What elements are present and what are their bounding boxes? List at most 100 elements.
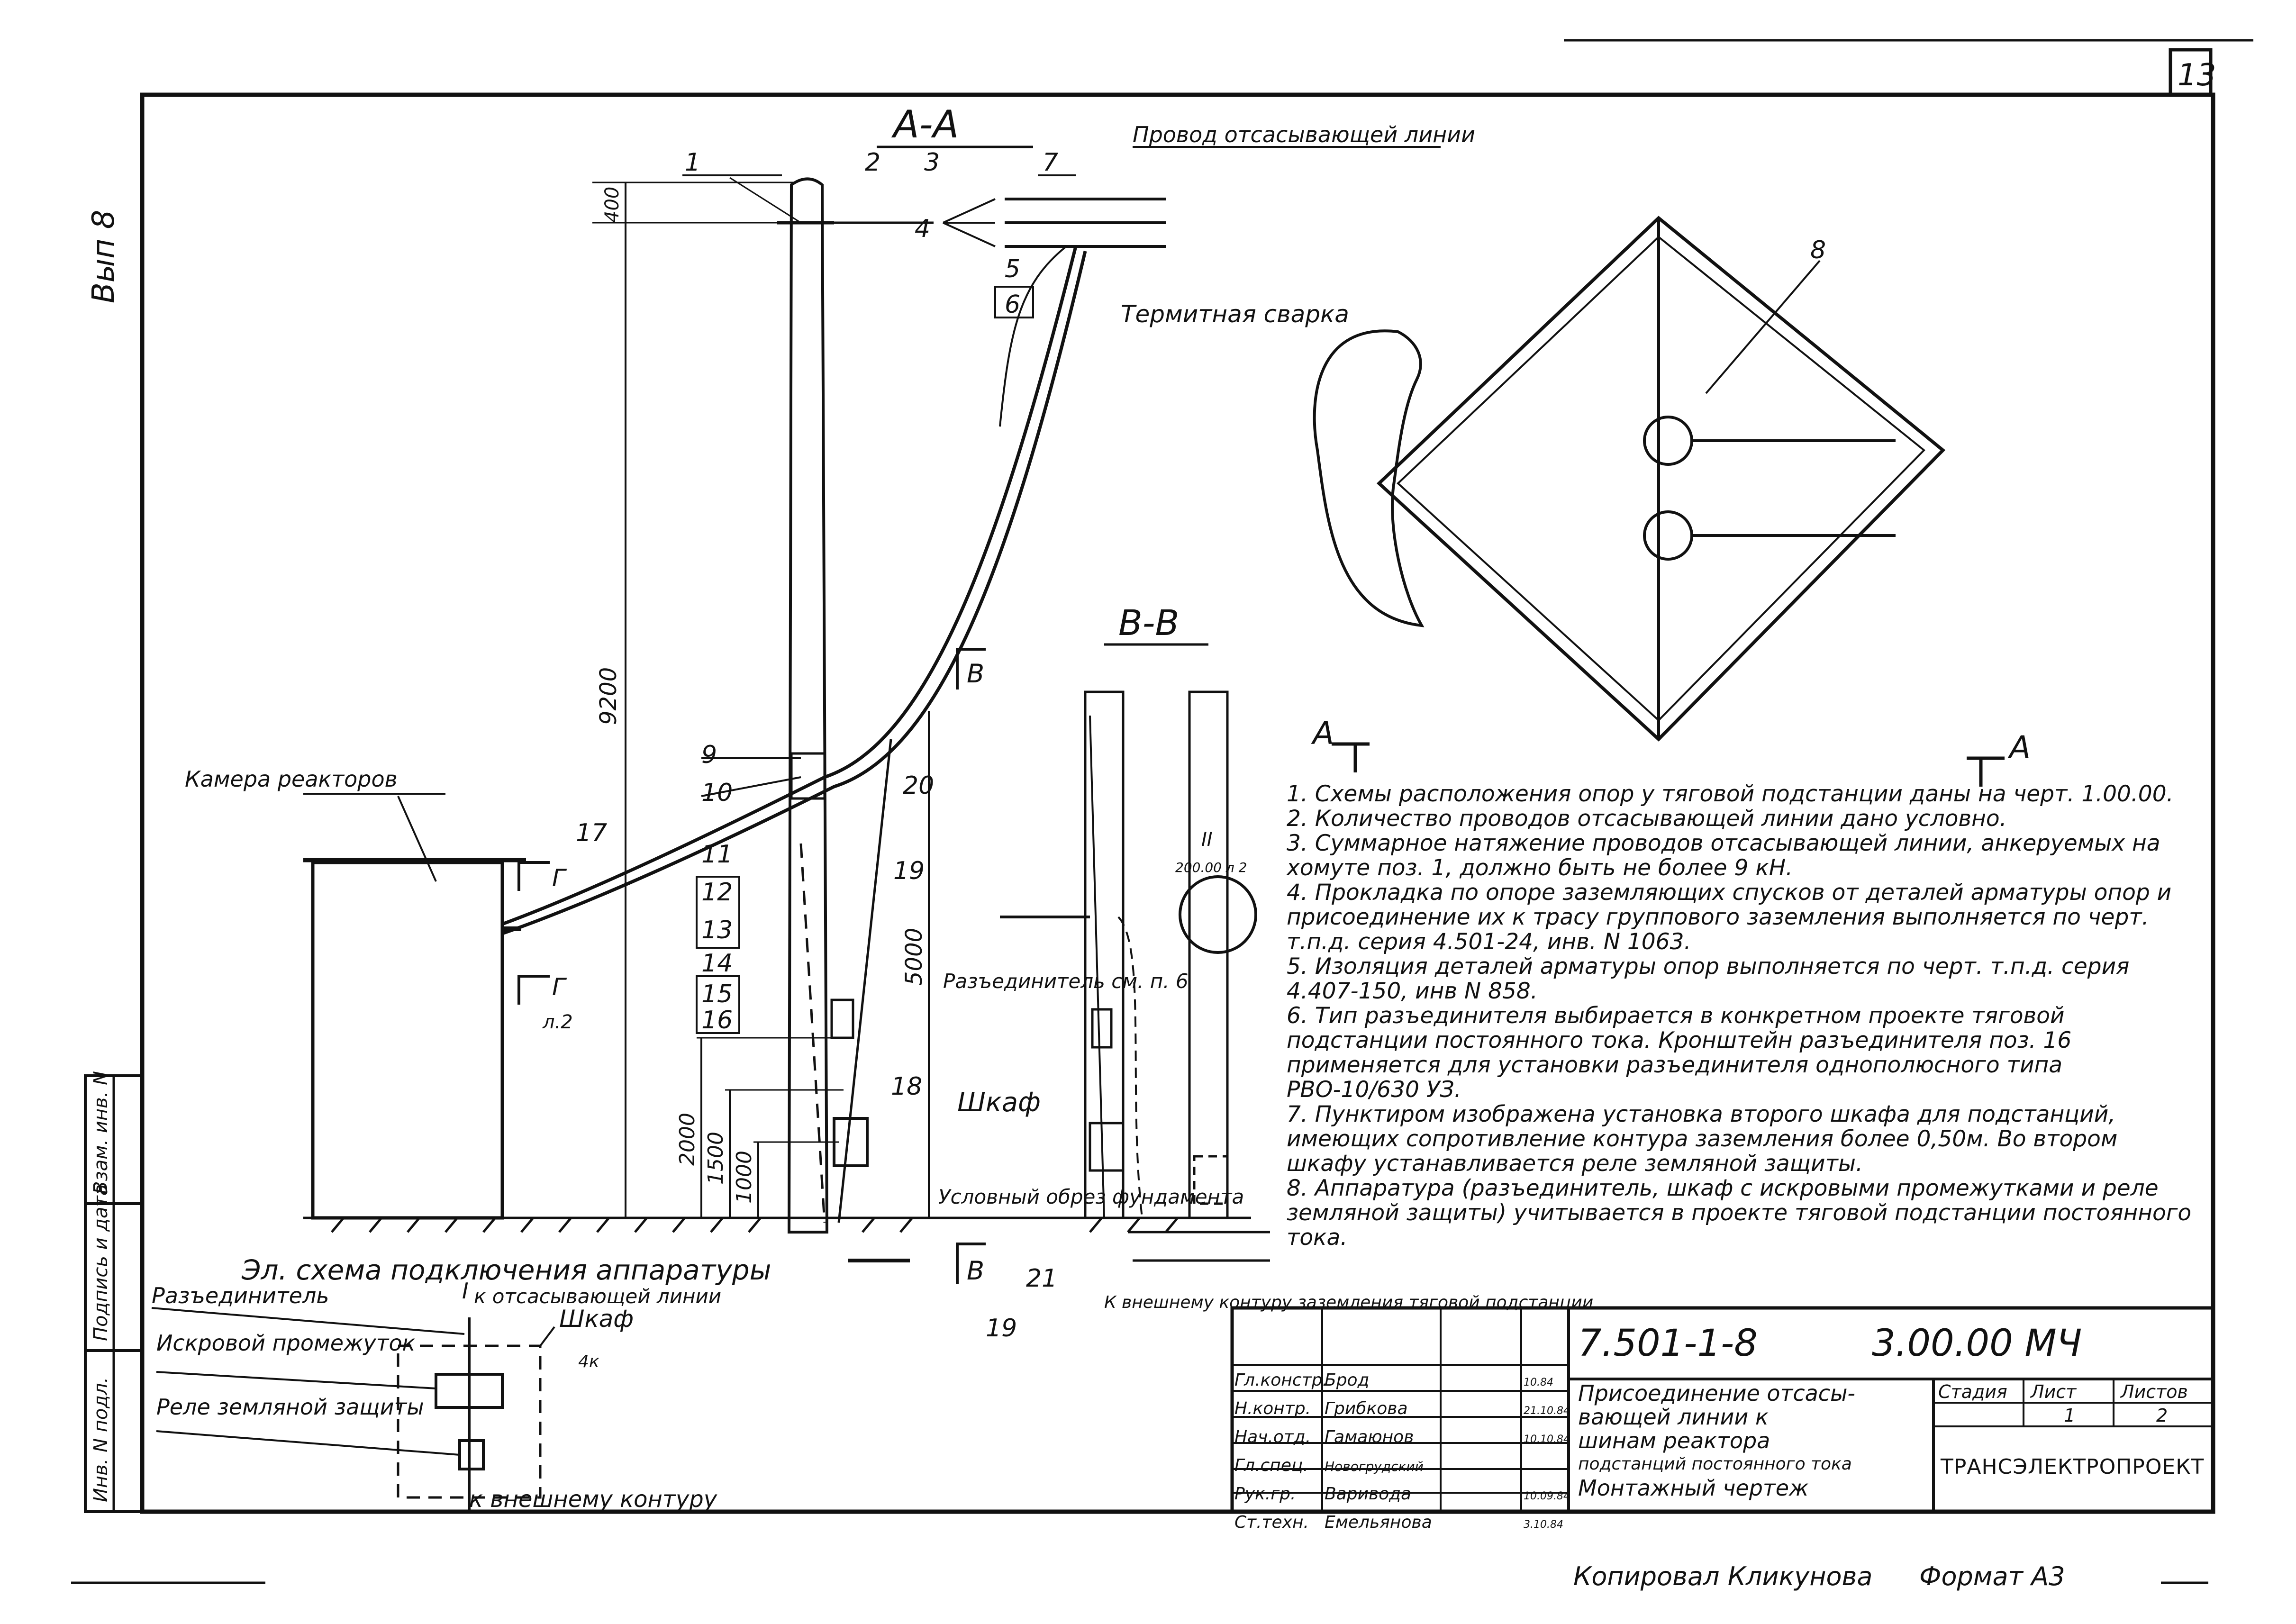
cabinet-label: Шкаф (957, 1087, 1041, 1118)
dim-400: 400 (601, 187, 623, 223)
section-bb-view (1000, 690, 1270, 1262)
date: 3.10.84 (1524, 1519, 1563, 1531)
sheets-header: Листов (2121, 1381, 2188, 1402)
date: 10.09.84 (1524, 1490, 1570, 1502)
paper-format: Формат А3 (1919, 1561, 2065, 1591)
callout-14: 14 (701, 949, 733, 978)
person: Емельянова (1325, 1513, 1432, 1532)
copied-by: Копировал Кликунова (1573, 1561, 1873, 1591)
role: Гл.спец. (1234, 1456, 1308, 1475)
sheets-value: 2 (2156, 1405, 2168, 1426)
section-b-top: В (967, 659, 984, 689)
sign-row: Рук.гр. Варивода 10.09.84 (1234, 1481, 1570, 1509)
side-stamp-inv: Инв. N подл. (90, 1377, 112, 1502)
person: Варивода (1325, 1484, 1412, 1504)
role: Гл.констр. (1234, 1370, 1328, 1390)
schematic-cabinet: Шкаф (559, 1305, 634, 1333)
schematic-to-line: к отсасывающей линии (474, 1285, 721, 1308)
note-7: 7. Пунктиром изображена установка второг… (1287, 1101, 2118, 1177)
sheet-frame (71, 39, 2253, 1584)
callout-1: 1 (685, 148, 700, 177)
callout-8: 8 (1810, 236, 1826, 264)
callout-2: 2 (865, 148, 880, 177)
callout-15: 15 (701, 980, 733, 1008)
dim-1500: 1500 (704, 1132, 728, 1185)
sign-row: Гл.спец. Новогрудский (1234, 1452, 1570, 1481)
doc-title-line-2: вающей линии к (1578, 1404, 1769, 1430)
date: 10.10.84 (1524, 1433, 1570, 1445)
callout-6: 6 (1005, 290, 1020, 319)
schematic-spark-gap-1: Искровой промежуток (156, 1330, 416, 1356)
person: Грибкова (1325, 1399, 1408, 1418)
schematic-relay: Реле земляной защиты (156, 1394, 424, 1420)
note-4: 4. Прокладка по опоре заземляющих спуско… (1287, 880, 2172, 955)
role: Ст.техн. (1234, 1513, 1309, 1532)
section-a-left: А (1311, 715, 1334, 752)
circle-ref: II (1201, 829, 1213, 851)
schematic-mark: 4к (578, 1352, 599, 1371)
callout-13: 13 (701, 916, 733, 944)
foundation-label: Условный обрез фундамента (938, 1185, 1244, 1208)
wires (501, 198, 1166, 1223)
dim-2000: 2000 (675, 1113, 699, 1166)
sheet-header: Лист (2031, 1381, 2077, 1402)
date: 10.84 (1524, 1377, 1553, 1388)
callout-7: 7 (1043, 148, 1058, 177)
schematic-title: Эл. схема подключения аппаратуры (241, 1254, 771, 1286)
section-b-bottom: В (967, 1256, 984, 1286)
callout-19-lower: 19 (986, 1314, 1017, 1343)
circle-sheet-ref: 200.00 л 2 (1175, 860, 1247, 875)
plan-view (1313, 216, 1946, 742)
doc-title-line-4: подстанций постоянного тока (1578, 1454, 1852, 1474)
note-2: 2. Количество проводов отсасывающей лини… (1287, 806, 2007, 832)
role: Рук.гр. (1234, 1484, 1296, 1504)
callout-21: 21 (1026, 1264, 1057, 1293)
callout-20: 20 (903, 771, 934, 800)
title-block-grid (1230, 1306, 2215, 1514)
callout-17: 17 (576, 819, 607, 847)
callout-5: 5 (1005, 255, 1020, 283)
person: Новогрудский (1325, 1459, 1424, 1474)
stage-header: Стадия (1938, 1381, 2007, 1402)
dim-9200: 9200 (595, 667, 622, 725)
doc-title: Присоединение отсасы- вающей линии к шин… (1578, 1381, 1855, 1500)
dim-1000: 1000 (732, 1151, 756, 1204)
dim-5000: 5000 (901, 928, 927, 986)
side-stamp (84, 1074, 144, 1513)
callout-4: 4 (915, 215, 930, 243)
section-g-sheet: л.2 (542, 1011, 573, 1033)
doc-code: 7.501-1-8 (1578, 1322, 1758, 1365)
callout-9: 9 (701, 741, 717, 769)
schematic-disconnector: Разъединитель (152, 1283, 329, 1308)
organization: ТРАНСЭЛЕКТРОПРОЕКТ (1941, 1455, 2205, 1479)
sign-row: Гл.констр.Брод 10.84 (1234, 1367, 1570, 1396)
callout-11: 11 (701, 840, 733, 869)
role: Нач.отд. (1234, 1427, 1311, 1447)
section-aa-title: А-А (891, 102, 959, 146)
person: Брод (1325, 1370, 1370, 1390)
callout-19: 19 (893, 857, 925, 885)
sheet-value: 1 (2064, 1405, 2076, 1426)
callout-leaders (682, 174, 1076, 1034)
callout-18: 18 (891, 1072, 922, 1101)
section-g-bottom: Г (552, 973, 567, 1001)
callout-3: 3 (924, 148, 940, 177)
wire-label: Провод отсасывающей линии (1133, 122, 1475, 147)
dimensions (592, 181, 930, 1218)
doc-number: 3.00.00 МЧ (1872, 1322, 2082, 1365)
section-a-right: А (2007, 729, 2031, 766)
doc-title-line-3: шинам реактора (1578, 1428, 1770, 1453)
section-marks (517, 648, 2005, 1284)
disconnector-ref: Разъединитель см. п. 6 (943, 970, 1189, 993)
callout-16: 16 (701, 1006, 733, 1034)
issue-number: Вып 8 (86, 210, 121, 303)
note-3: 3. Суммарное натяжение проводов отсасыва… (1287, 830, 2160, 881)
schematic-roman: I (462, 1278, 469, 1304)
reactor-chamber (303, 858, 526, 1220)
sheet-number: 13 (2178, 58, 2216, 93)
notes-block: 1. Схемы расположения опор у тяговой под… (1287, 782, 2211, 1250)
section-bb-title: В-В (1118, 603, 1179, 644)
person: Гамаюнов (1325, 1427, 1414, 1447)
